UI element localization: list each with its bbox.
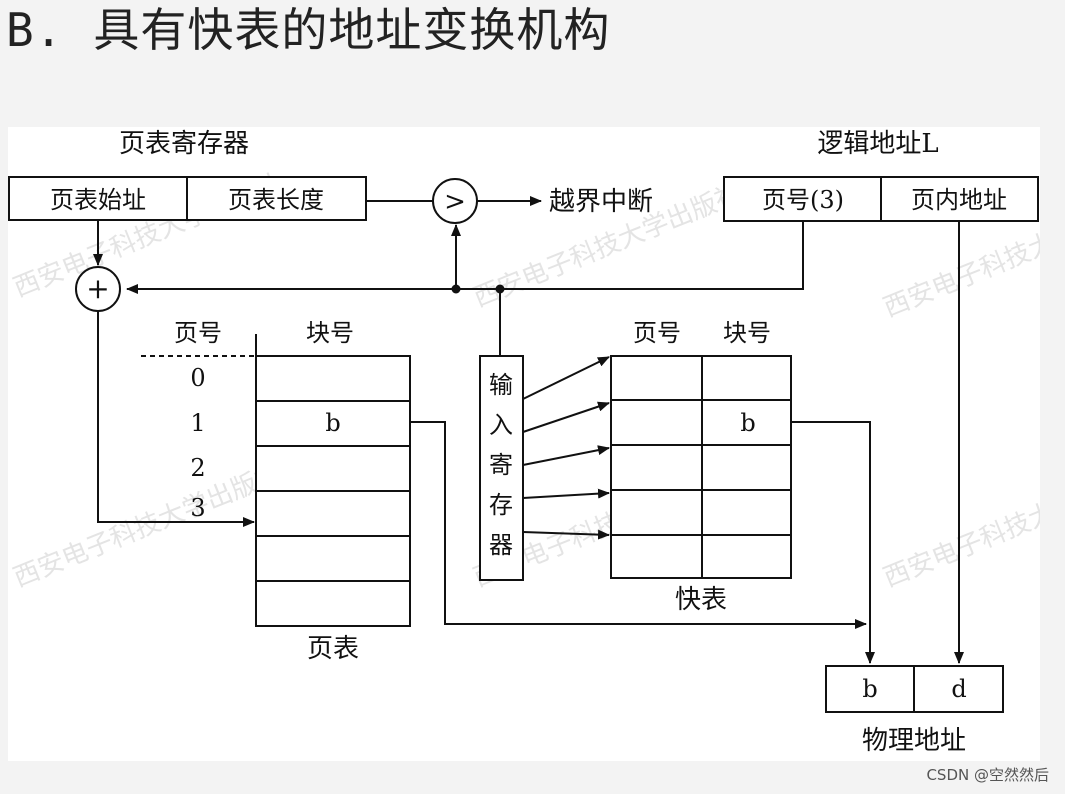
page-table-label: 页表 (307, 634, 359, 664)
physical-address-label: 物理地址 (862, 726, 966, 756)
page-number-bus (126, 221, 804, 294)
watermark-3: 西安电子科技大学出版社 (9, 459, 285, 594)
input-register-arrow (522, 488, 610, 499)
input-register-arrow (522, 445, 610, 466)
section-heading: B. 具有快表的地址变换机构 (6, 2, 610, 58)
watermarks: 西安电子科技大学出版社 西安电子科技大学出版社 西安电子科技大学出版社 西安电子… (9, 169, 1040, 594)
pt-length-cell: 页表长度 (228, 186, 324, 214)
heading-prefix: B. (6, 3, 64, 57)
page-table-page-column-header: 页号 (174, 319, 222, 347)
comparator-symbol: > (444, 187, 466, 217)
input-register-arrow (522, 401, 610, 433)
input-register-arrow (522, 529, 610, 540)
out-of-bounds-interrupt-label: 越界中断 (549, 187, 653, 217)
page-table-row-index: 3 (190, 494, 205, 522)
tlb-block-column-header: 块号 (723, 319, 771, 347)
tlb-label: 快表 (675, 585, 727, 615)
input-register-arrow (522, 356, 610, 400)
adder-symbol: + (86, 272, 109, 305)
physical-block-cell: b (862, 675, 877, 703)
address-translation-diagram: 西安电子科技大学出版社 西安电子科技大学出版社 西安电子科技大学出版社 西安电子… (8, 129, 1040, 756)
page-offset-cell: 页内地址 (911, 186, 1007, 214)
input-register-char: 输 (489, 371, 513, 399)
tlb-page-column-header: 页号 (633, 319, 681, 347)
input-register-char: 存 (489, 491, 513, 519)
heading-title: 具有快表的地址变换机构 (93, 3, 611, 57)
tlb-block-to-physical-arrow (791, 421, 875, 664)
page-table-row-index: 1 (190, 409, 205, 437)
page-number-cell: 页号(3) (762, 186, 844, 214)
input-register-box (479, 355, 524, 581)
junction-dot (451, 284, 461, 294)
page-table-row-index: 0 (190, 364, 205, 392)
address-translation-figure: 西安电子科技大学出版社 西安电子科技大学出版社 西安电子科技大学出版社 西安电子… (8, 127, 1040, 761)
tlb-block-value: b (740, 409, 755, 437)
logical-address-label: 逻辑地址L (817, 129, 938, 159)
page-table-block-to-physical-arrow (410, 421, 867, 629)
page-table-block-column-header: 块号 (306, 319, 354, 347)
adder-to-page-table-arrow (97, 311, 255, 527)
pt-start-cell: 页表始址 (50, 186, 146, 214)
page-table-block-value: b (325, 409, 340, 437)
input-register-char: 器 (489, 531, 513, 559)
page-table-register-label: 页表寄存器 (119, 129, 249, 159)
source-credit: CSDN @空然然后 (926, 766, 1049, 784)
input-register-char: 入 (489, 411, 513, 439)
page-table-row-index: 2 (190, 454, 205, 482)
junction-dot (495, 284, 505, 294)
physical-offset-cell: d (951, 675, 966, 703)
input-register-char: 寄 (489, 451, 513, 479)
